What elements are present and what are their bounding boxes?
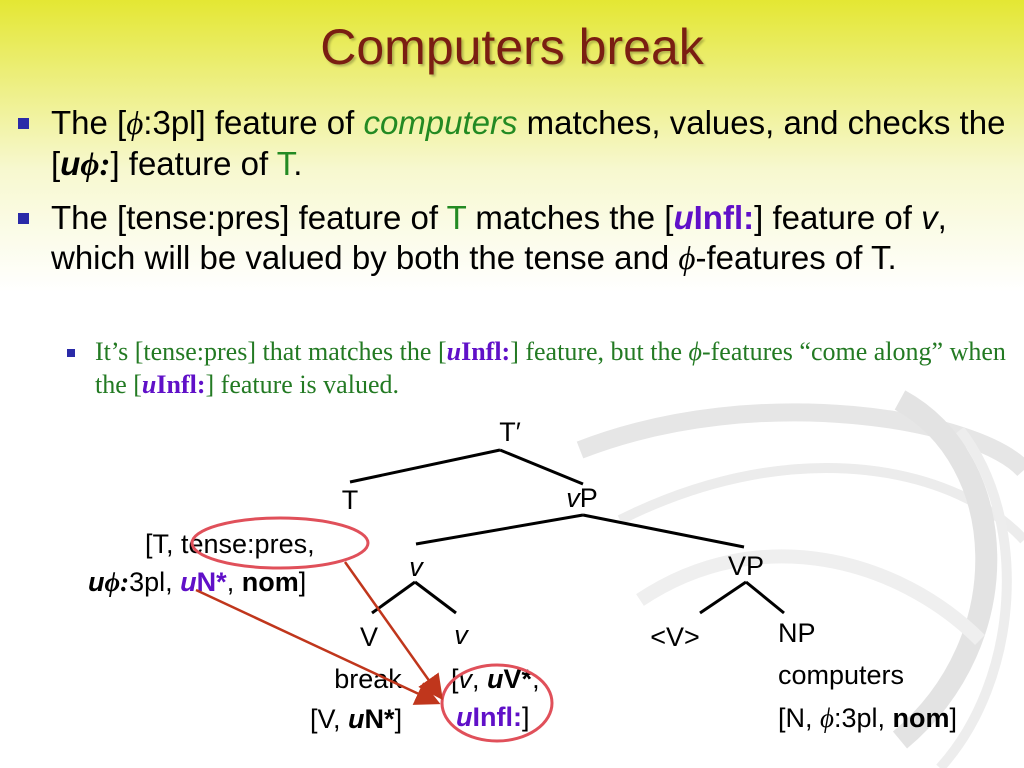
- bullet-1: The [ϕ:3pl] feature of computers matches…: [18, 103, 1008, 185]
- node-tbar: T′: [499, 417, 521, 447]
- sub-bullet-text: It’s [tense:pres] that matches the [uInf…: [95, 337, 1006, 399]
- node-t: T: [342, 485, 359, 515]
- node-v-leaf: v: [454, 620, 469, 650]
- bullet-2: The [tense:pres] feature of T matches th…: [18, 198, 1008, 279]
- np-features: [N, ϕ:3pl, nom]: [778, 703, 957, 733]
- slide-title: Computers break: [320, 19, 704, 75]
- infl-highlight-circle: [440, 663, 554, 743]
- word-break: break: [334, 664, 402, 694]
- word-computers: computers: [778, 660, 904, 690]
- v-features-line1: [v, uV*,: [451, 664, 540, 694]
- node-np: NP: [778, 618, 816, 648]
- node-vp: VP: [728, 551, 764, 581]
- sub-bullet-marker: [67, 349, 75, 357]
- V-features: [V, uN*]: [310, 704, 402, 734]
- node-V-trace: <V>: [650, 622, 700, 652]
- tense-arrow: [343, 561, 443, 701]
- node-vp-small: vP: [566, 483, 598, 513]
- node-v: v: [409, 552, 424, 582]
- bullet-marker: [18, 213, 29, 224]
- bullet-2-text: The [tense:pres] feature of T matches th…: [51, 199, 947, 277]
- node-V: V: [360, 622, 378, 652]
- phi-arrow: [195, 588, 441, 705]
- sub-bullet: It’s [tense:pres] that matches the [uInf…: [67, 335, 1017, 401]
- t-features-line2: uϕ:3pl, uN*, nom]: [88, 567, 306, 597]
- v-features-line2: uInfl:]: [456, 702, 530, 732]
- t-features-line1: [T, tense:pres,: [145, 529, 315, 559]
- tree-branches: [349, 448, 785, 615]
- bullet-marker: [18, 118, 29, 129]
- tense-highlight-circle: [190, 516, 370, 570]
- bullet-1-text: The [ϕ:3pl] feature of computers matches…: [51, 104, 1006, 183]
